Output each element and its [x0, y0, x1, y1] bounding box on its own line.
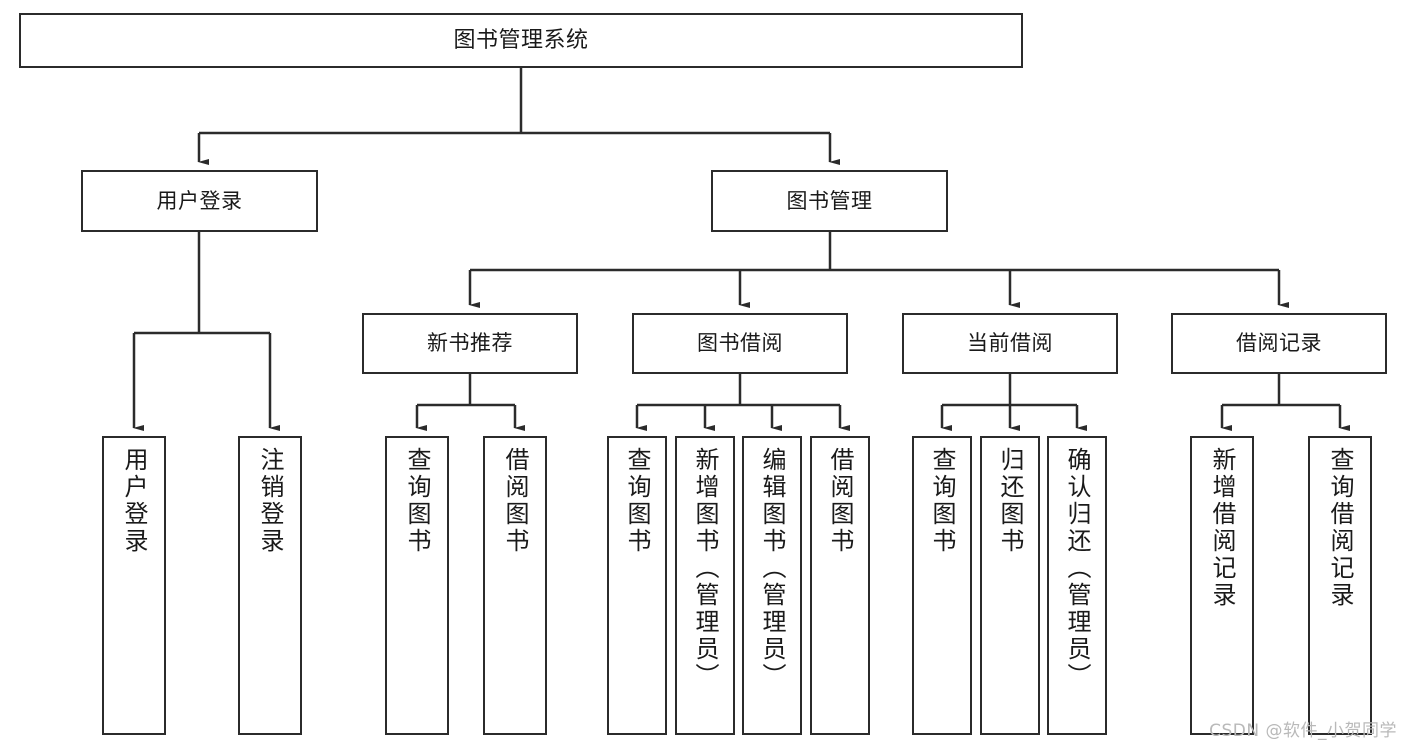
node-leaf-borrow-book[interactable]: 借阅图书 — [810, 436, 870, 735]
node-label: 查询图书 — [623, 447, 651, 555]
node-leaf-confirm-return-admin[interactable]: 确认归还（管理员） — [1047, 436, 1107, 735]
node-label: 新书推荐 — [427, 331, 513, 355]
node-leaf-query-book-borrow[interactable]: 查询图书 — [607, 436, 667, 735]
node-label: 借阅图书 — [501, 447, 529, 555]
node-label: 当前借阅 — [967, 331, 1053, 355]
node-label: 归还图书 — [996, 447, 1024, 555]
node-leaf-return-book[interactable]: 归还图书 — [980, 436, 1040, 735]
node-leaf-query-borrow-record[interactable]: 查询借阅记录 — [1308, 436, 1372, 735]
node-label: 图书管理 — [786, 188, 873, 213]
node-label: 新增图书（管理员） — [691, 447, 719, 690]
node-leaf-edit-book-admin[interactable]: 编辑图书（管理员） — [742, 436, 802, 735]
node-leaf-add-borrow-record[interactable]: 新增借阅记录 — [1190, 436, 1254, 735]
node-new-book-recommend[interactable]: 新书推荐 — [362, 313, 578, 374]
node-label: 编辑图书（管理员） — [758, 447, 786, 690]
node-current-borrow[interactable]: 当前借阅 — [902, 313, 1118, 374]
node-book-borrow[interactable]: 图书借阅 — [632, 313, 848, 374]
node-label: 用户登录 — [120, 447, 148, 555]
node-book-management[interactable]: 图书管理 — [711, 170, 948, 232]
node-label: 新增借阅记录 — [1208, 447, 1236, 609]
node-label: 查询图书 — [928, 447, 956, 555]
node-user-login[interactable]: 用户登录 — [81, 170, 318, 232]
node-leaf-query-book-recommend[interactable]: 查询图书 — [385, 436, 449, 735]
node-label: 查询图书 — [403, 447, 431, 555]
node-leaf-logout[interactable]: 注销登录 — [238, 436, 302, 735]
node-label: 图书借阅 — [697, 331, 783, 355]
node-label: 确认归还（管理员） — [1063, 447, 1091, 690]
node-leaf-borrow-book-recommend[interactable]: 借阅图书 — [483, 436, 547, 735]
node-leaf-query-book-current[interactable]: 查询图书 — [912, 436, 972, 735]
node-borrow-record[interactable]: 借阅记录 — [1171, 313, 1387, 374]
node-label: 借阅记录 — [1236, 331, 1322, 355]
node-label: 借阅图书 — [826, 447, 854, 555]
node-label: 查询借阅记录 — [1326, 447, 1354, 609]
node-label: 注销登录 — [256, 447, 284, 555]
node-leaf-user-login[interactable]: 用户登录 — [102, 436, 166, 735]
node-leaf-add-book-admin[interactable]: 新增图书（管理员） — [675, 436, 735, 735]
node-root-system[interactable]: 图书管理系统 — [19, 13, 1023, 68]
node-label: 用户登录 — [156, 188, 243, 213]
node-label: 图书管理系统 — [453, 27, 589, 53]
